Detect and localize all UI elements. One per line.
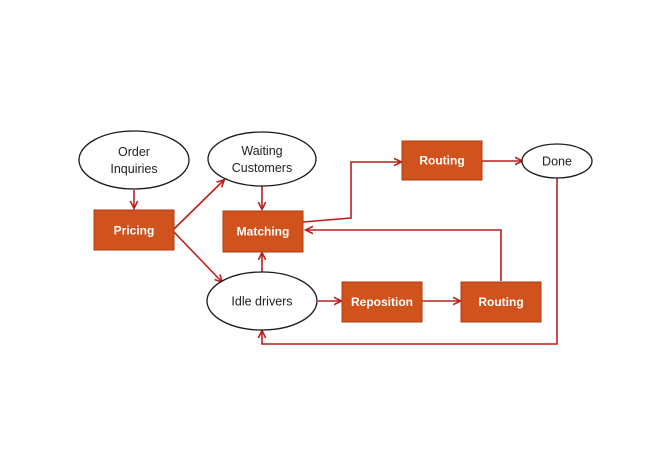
node-order-inquiries: Order Inquiries: [78, 130, 190, 190]
edge-matching-to-routing-top: [302, 162, 401, 223]
node-idle-drivers: Idle drivers: [206, 271, 318, 331]
node-idle-drivers-label: Idle drivers: [231, 295, 292, 309]
node-pricing: Pricing: [93, 209, 175, 251]
node-reposition: Reposition: [341, 281, 423, 323]
node-matching: Matching: [222, 210, 304, 253]
node-order-inquiries-line-2: Inquiries: [110, 162, 157, 176]
node-pricing-label: Pricing: [114, 224, 155, 238]
node-routing-bottom-label: Routing: [478, 295, 523, 309]
node-routing-top-label: Routing: [419, 154, 464, 168]
edge-done-to-idle-drivers: [262, 178, 558, 345]
node-waiting-customers-line-2: Customers: [232, 161, 292, 175]
node-routing-bottom: Routing: [460, 281, 542, 323]
edge-pricing-to-idle-drivers: [173, 231, 222, 282]
node-waiting-customers-line-1: Waiting: [241, 144, 282, 158]
node-reposition-label: Reposition: [351, 295, 413, 309]
node-order-inquiries-line-1: Order: [118, 145, 150, 159]
edge-routing-bottom-to-matching: [306, 230, 502, 281]
edges: [134, 161, 558, 345]
node-done: Done: [521, 143, 593, 179]
edge-pricing-to-waiting-customers: [173, 180, 224, 230]
node-waiting-customers: Waiting Customers: [207, 131, 317, 187]
node-matching-label: Matching: [237, 225, 290, 239]
node-done-label: Done: [542, 155, 572, 169]
node-routing-top: Routing: [401, 140, 483, 181]
